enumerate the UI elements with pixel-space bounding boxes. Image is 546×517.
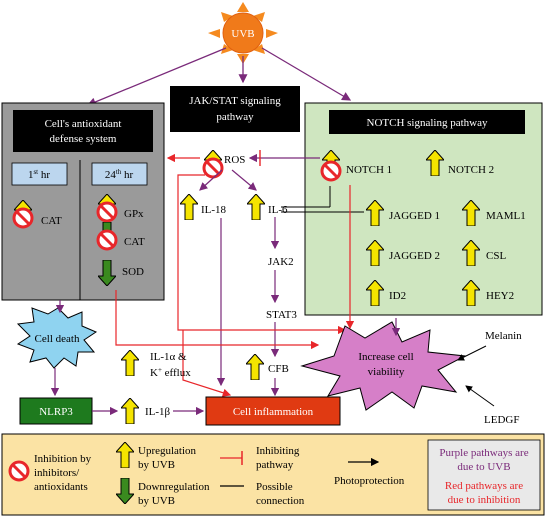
inhibition-icon	[12, 207, 34, 229]
inhibition-icon	[96, 201, 118, 223]
jakstat-title-1: JAK/STAT signaling	[189, 95, 281, 107]
col2-item-sod: SOD	[122, 266, 144, 278]
jakstat-title-2: pathway	[216, 111, 254, 123]
col1-header-box	[11, 162, 68, 186]
legend-possible-1: Possible	[256, 481, 293, 493]
col2-item-cat: CAT	[124, 236, 145, 248]
il1b-label: IL-1β	[145, 406, 171, 418]
antioxidant-title-2: defense system	[50, 133, 117, 145]
legend-photoprotection: Photoprotection	[334, 475, 405, 487]
notch-item-hey2: HEY2	[486, 290, 514, 302]
arrow-ros-inflammation	[182, 330, 232, 397]
notch-title-box	[329, 110, 525, 134]
notch-item-notch2: NOTCH 2	[448, 164, 494, 176]
arrow-melanin	[457, 345, 487, 361]
legend-downregulation-2: by UVB	[138, 495, 175, 507]
legend-inhibition-3: antioxidants	[34, 481, 88, 493]
upregulation-icon	[121, 398, 139, 424]
legend-purple-1: Purple pathways are	[439, 447, 528, 459]
legend-purple-2: due to UVB	[457, 461, 510, 473]
il1a-label-2: K+ efflux	[150, 366, 191, 379]
legend-possible-2: connection	[256, 495, 305, 507]
notch-title: NOTCH signaling pathway	[367, 117, 488, 129]
upregulation-icon	[121, 350, 139, 376]
inhibition-icon	[96, 229, 118, 251]
inflammation-label: Cell inflammation	[233, 406, 314, 418]
nlrp3-label: NLRP3	[39, 406, 73, 418]
arrow-uvb-antioxidant	[86, 47, 227, 107]
notch-item-id2: ID2	[389, 290, 406, 302]
notch-box: NOTCH signaling pathway NOTCH 1 NOTCH 2 …	[304, 102, 543, 316]
jakstat-title-box	[170, 86, 300, 132]
legend-red-2: due to inhibition	[448, 494, 521, 506]
legend-inhibiting-1: Inhibiting	[256, 445, 300, 457]
antioxidant-title-1: Cell's antioxidant	[45, 118, 122, 130]
legend-downregulation-1: Downregulation	[138, 481, 210, 493]
col1-item-cat: CAT	[41, 215, 62, 227]
inhibition-icon	[202, 157, 224, 179]
col2-item-gpx: GPx	[124, 208, 144, 220]
legend-inhibition-1: Inhibition by	[34, 453, 92, 465]
legend-red-1: Red pathways are	[445, 480, 523, 492]
upregulation-icon	[247, 194, 265, 220]
legend-inhibiting-2: pathway	[256, 459, 294, 471]
inhibition-icon	[320, 160, 342, 182]
ledgf-label: LEDGF	[484, 414, 519, 426]
inflammation-box	[205, 396, 341, 426]
node-il6: IL-6	[268, 204, 288, 216]
col1-header: 1st hr	[28, 168, 50, 181]
sun-disc	[222, 12, 264, 54]
arrow-ledgf	[465, 385, 495, 407]
inhibit-antioxidant-viability	[115, 290, 320, 350]
legend: Inhibition by inhibitors/ antioxidants U…	[1, 433, 545, 516]
viability-burst	[300, 321, 467, 411]
notch-item-csl: CSL	[486, 250, 506, 262]
upregulation-icon	[180, 194, 198, 220]
cell-death-burst	[16, 307, 98, 369]
nlrp3-box	[19, 397, 93, 425]
node-il18: IL-18	[201, 204, 227, 216]
legend-inhibition-2: inhibitors/	[34, 467, 80, 479]
notch-item-notch1: NOTCH 1	[346, 164, 392, 176]
sun-rays	[208, 2, 278, 64]
node-stat3: STAT3	[266, 309, 297, 321]
legend-upregulation-1: Upregulation	[138, 445, 197, 457]
legend-upregulation-2: by UVB	[138, 459, 175, 471]
cell-death-label: Cell death	[35, 333, 80, 345]
arrow-ros-il18	[199, 169, 223, 191]
inhibit-ros-viability	[177, 174, 347, 335]
arrow-uvb-notch	[261, 47, 352, 101]
notch-item-jagged1: JAGGED 1	[389, 210, 440, 222]
inhibition-icon	[8, 460, 30, 482]
viability-label-1: Increase cell	[358, 351, 413, 363]
arrow-ros-il6	[231, 169, 257, 191]
node-cfb: CFB	[268, 363, 289, 375]
notch-item-jagged2: JAGGED 2	[389, 250, 440, 262]
col2-header: 24th hr	[105, 168, 134, 181]
notch-item-maml1: MAML1	[486, 210, 526, 222]
legend-note-box	[427, 439, 541, 511]
antioxidant-title-box	[13, 110, 153, 152]
node-jak2: JAK2	[268, 256, 294, 268]
col2-header-box	[91, 162, 148, 186]
sun: UVB	[208, 2, 278, 64]
viability-label-2: viability	[368, 366, 405, 378]
il1a-label-1: IL-1α &	[150, 351, 187, 363]
antioxidant-box: Cell's antioxidant defense system 1st hr…	[1, 102, 165, 301]
node-ros: ROS	[224, 154, 245, 166]
upregulation-icon	[246, 354, 264, 380]
melanin-label: Melanin	[485, 330, 522, 342]
sun-label: UVB	[231, 28, 254, 40]
